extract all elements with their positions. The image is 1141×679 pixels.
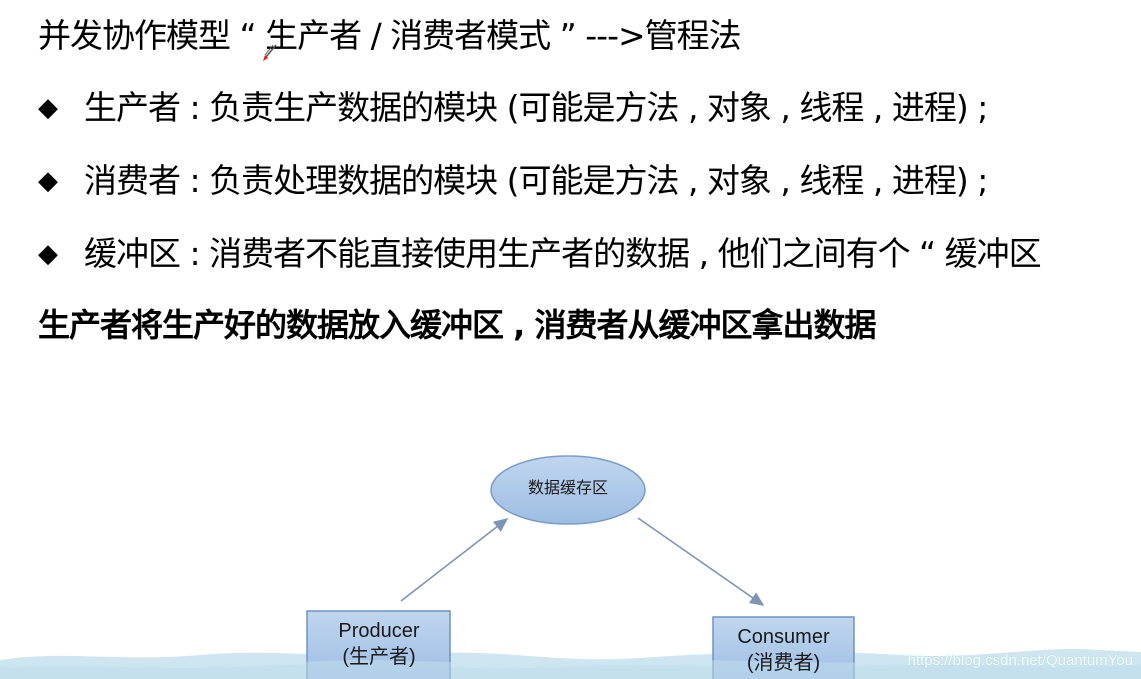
buffer-label: 数据缓存区 — [527, 480, 608, 497]
arrow-buffer-to-consumer — [637, 517, 765, 606]
producer-sublabel: (生产者) — [342, 646, 416, 668]
buffer-node — [490, 455, 646, 525]
diamond-bullet-icon: ◆ — [38, 239, 58, 269]
diamond-bullet-icon: ◆ — [38, 93, 58, 123]
bullet-text: : 负责生产数据的模块 (可能是方法 , 对象 , 线程 , 进程) ; — [180, 88, 988, 127]
bullet-consumer: ◆ 消费者 : 负责处理数据的模块 (可能是方法 , 对象 , 线程 , 进程) … — [38, 161, 988, 201]
bullet-term: 生产者 — [84, 88, 181, 127]
bullet-producer: ◆ 生产者 : 负责生产数据的模块 (可能是方法 , 对象 , 线程 , 进程) … — [38, 88, 988, 128]
watermark: https://blog.csdn.net/QuantumYou — [907, 652, 1133, 669]
bullet-term: 消费者 — [84, 161, 181, 200]
bullet-buffer: ◆ 缓冲区 : 消费者不能直接使用生产者的数据 , 他们之间有个 “ 缓冲区 — [38, 234, 1042, 274]
summary-text: 生产者将生产好的数据放入缓冲区 , 消费者从缓冲区拿出数据 — [38, 306, 876, 344]
consumer-label: Consumer — [737, 626, 830, 648]
bullet-text: : 负责处理数据的模块 (可能是方法 , 对象 , 线程 , 进程) ; — [180, 161, 988, 200]
consumer-sublabel: (消费者) — [746, 652, 821, 674]
bullet-term: 缓冲区 — [84, 234, 181, 273]
consumer-label-group: Consumer (消费者) — [713, 624, 854, 676]
producer-label-group: Producer (生产者) — [307, 618, 451, 670]
producer-label: Producer — [338, 620, 420, 642]
consumer-node — [712, 616, 855, 679]
pen-cursor-icon — [263, 44, 277, 61]
arrow-producer-to-buffer — [400, 518, 509, 602]
diamond-bullet-icon: ◆ — [38, 166, 58, 196]
producer-node — [306, 610, 451, 679]
slide-title: 并发协作模型 “ 生产者 / 消费者模式 ” --->管程法 — [38, 16, 742, 55]
bullet-text: : 消费者不能直接使用生产者的数据 , 他们之间有个 “ 缓冲区 — [180, 234, 1041, 273]
